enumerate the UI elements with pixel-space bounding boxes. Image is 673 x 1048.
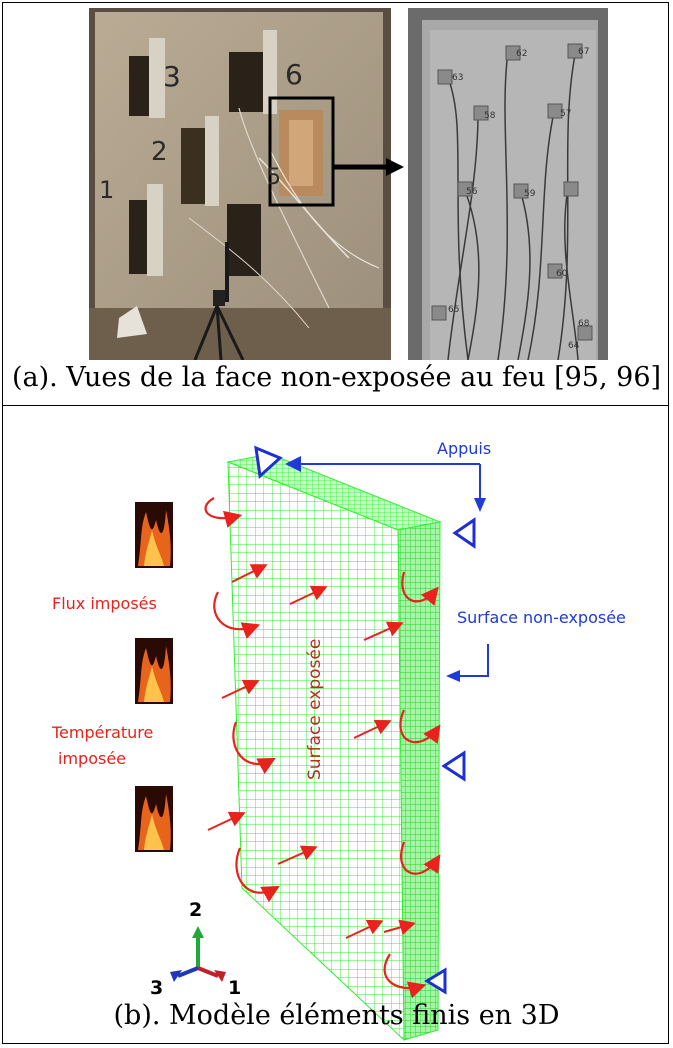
curved-arrow xyxy=(401,571,439,606)
flux-arrow xyxy=(231,564,268,583)
panel-divider xyxy=(2,405,669,406)
label-appuis: Appuis xyxy=(437,439,491,458)
axis-label-2: 2 xyxy=(189,899,202,921)
sensor-label: 56 xyxy=(466,187,478,197)
flux-arrow xyxy=(383,919,416,935)
caption-a: (a). Vues de la face non-exposée au feu … xyxy=(11,362,662,393)
sensor-label: 58 xyxy=(484,111,496,121)
sensor-label: 67 xyxy=(578,47,589,57)
sensor-label: 60 xyxy=(556,269,568,279)
sensor-label: 64 xyxy=(568,341,580,351)
flux-arrow xyxy=(353,719,392,739)
flux-arrow xyxy=(345,919,384,939)
curved-arrow xyxy=(232,721,276,774)
mesh-side-face xyxy=(397,521,441,1041)
axis-triad: 2 1 3 xyxy=(150,899,241,999)
sensor-label: 65 xyxy=(448,305,459,315)
curved-arrow xyxy=(399,709,441,744)
flux-arrow xyxy=(221,679,260,699)
zone-number-2: 2 xyxy=(151,137,168,167)
axis-2-head xyxy=(192,926,204,938)
caption-b: (b). Modèle éléments finis en 3D xyxy=(113,1000,560,1031)
label-flux-imposes: Flux imposés xyxy=(52,594,157,613)
photo-wall-unexposed: 1 2 3 5 6 xyxy=(89,8,391,360)
label-surface-non-exposee: Surface non-exposée xyxy=(457,608,626,627)
flux-arrow xyxy=(207,811,246,831)
photo-sensors-drawing: 63 62 67 58 57 56 59 65 60 68 64 xyxy=(408,8,608,360)
photo-wall-drawing: 1 2 3 5 6 xyxy=(89,8,391,360)
flux-arrow xyxy=(289,585,328,605)
sensor-label: 63 xyxy=(452,73,463,83)
sensor-label: 62 xyxy=(516,49,527,59)
curved-arrow xyxy=(213,591,261,639)
axis-label-1: 1 xyxy=(228,977,241,999)
zone-number-6: 6 xyxy=(285,58,303,91)
axis-1-line xyxy=(197,966,219,978)
support-triangle xyxy=(441,750,466,782)
curved-arrow xyxy=(383,953,427,999)
zone-number-1: 1 xyxy=(99,176,114,204)
axis-3-line xyxy=(177,966,199,978)
axis-3-head xyxy=(170,970,182,982)
appuis-arrow-head xyxy=(474,498,486,512)
sensor-label: 68 xyxy=(578,319,590,329)
curved-arrow xyxy=(204,497,243,528)
flux-arrow xyxy=(363,621,404,641)
zone-number-5: 5 xyxy=(267,165,281,190)
non-exposed-arrow-head xyxy=(446,670,460,682)
highlight-box xyxy=(268,96,335,207)
curved-arrow xyxy=(235,847,280,903)
support-triangle xyxy=(254,445,283,479)
label-temperature-line2: imposée xyxy=(58,749,126,768)
non-exposed-arrow xyxy=(458,644,489,677)
support-triangle xyxy=(452,517,476,549)
photo-sensors-closeup: 63 62 67 58 57 56 59 65 60 68 64 xyxy=(408,8,608,360)
zone-number-3: 3 xyxy=(163,60,181,93)
axis-label-3: 3 xyxy=(150,977,163,999)
support-triangle xyxy=(424,967,447,995)
fire-image xyxy=(135,502,173,568)
axis-1-head xyxy=(214,970,226,982)
label-surface-exposee: Surface exposée xyxy=(305,639,325,780)
label-temperature-line1: Température xyxy=(51,723,153,742)
curved-arrow xyxy=(400,841,441,875)
sensor-label: 57 xyxy=(560,109,571,119)
sensor-label: 59 xyxy=(524,189,536,199)
fire-image xyxy=(135,786,173,852)
fire-image xyxy=(135,638,173,704)
flux-arrow xyxy=(277,845,318,865)
